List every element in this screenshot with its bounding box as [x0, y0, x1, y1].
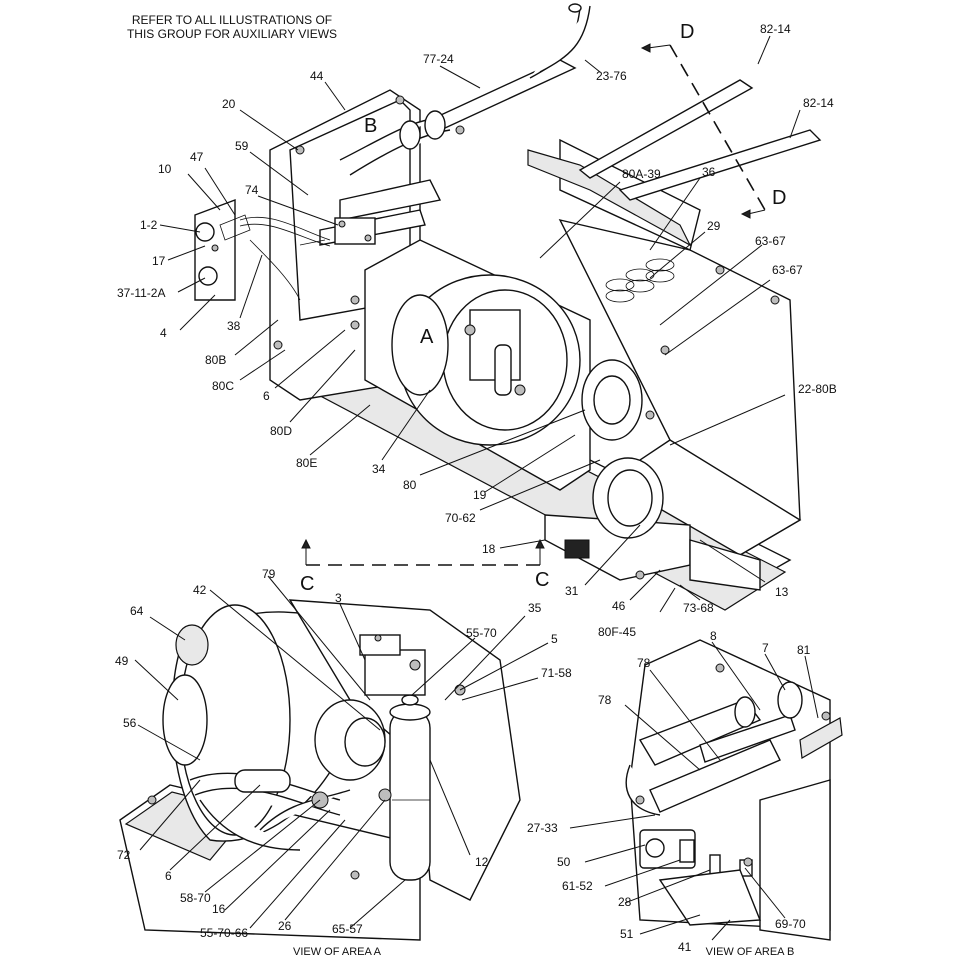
callout-41: 41 — [678, 940, 692, 954]
area-a-letter: A — [420, 326, 434, 348]
callout-27-33: 27-33 — [527, 821, 558, 835]
callout-44: 44 — [310, 69, 324, 83]
callout-22-80b: 22-80B — [798, 382, 837, 396]
callout-35: 35 — [528, 601, 542, 615]
callout-13: 13 — [775, 585, 789, 599]
view-area-b-caption: VIEW OF AREA B — [706, 946, 795, 958]
callout-80d: 80D — [270, 424, 292, 438]
callout-17: 17 — [152, 254, 166, 268]
callout-74: 74 — [245, 183, 259, 197]
header-note-line-1: REFER TO ALL ILLUSTRATIONS OF — [132, 13, 332, 27]
callout-42: 42 — [193, 583, 207, 597]
callout-26: 26 — [278, 919, 292, 933]
callout-58-70: 58-70 — [180, 891, 211, 905]
callout-80a-39: 80A-39 — [622, 167, 661, 181]
callout-63-67-b: 63-67 — [772, 263, 803, 277]
main-assembly — [194, 3, 822, 611]
callout-12: 12 — [475, 855, 489, 869]
callout-80c: 80C — [212, 379, 234, 393]
callout-16: 16 — [212, 902, 226, 916]
callout-80e: 80E — [296, 456, 317, 470]
callout-55-70-66: 55-70-66 — [200, 926, 248, 940]
callout-38: 38 — [227, 319, 241, 333]
callout-23-76: 23-76 — [596, 69, 627, 83]
callout-78-a: 78 — [637, 656, 651, 670]
section-d-top-letter: D — [680, 21, 694, 43]
callout-46: 46 — [612, 599, 626, 613]
callout-31: 31 — [565, 584, 579, 598]
callout-80: 80 — [403, 478, 417, 492]
callout-37-11-2a: 37-11-2A — [117, 286, 165, 300]
callout-18: 18 — [482, 542, 496, 556]
callout-81: 81 — [797, 643, 811, 657]
section-line-d — [640, 43, 766, 219]
header-note-line-2: THIS GROUP FOR AUXILIARY VIEWS — [127, 27, 337, 41]
callout-78-b: 78 — [598, 693, 612, 707]
section-c-right-letter: C — [535, 569, 549, 591]
callout-72: 72 — [117, 848, 131, 862]
callout-70-62: 70-62 — [445, 511, 476, 525]
callout-8: 8 — [710, 629, 717, 643]
section-c-left-letter: C — [300, 573, 314, 595]
callout-59: 59 — [235, 139, 249, 153]
callout-63-67-a: 63-67 — [755, 234, 786, 248]
callout-51: 51 — [620, 927, 634, 941]
callout-80b: 80B — [205, 353, 226, 367]
callout-20: 20 — [222, 97, 236, 111]
callout-6: 6 — [263, 389, 270, 403]
callout-71-58: 71-58 — [541, 666, 572, 680]
area-a-leader-lines — [134, 575, 549, 929]
callout-55-70: 55-70 — [466, 626, 497, 640]
callout-28: 28 — [618, 895, 632, 909]
callout-50: 50 — [557, 855, 571, 869]
callout-3: 3 — [335, 591, 342, 605]
callout-80f-45: 80F-45 — [598, 625, 636, 639]
area-b-view — [625, 639, 843, 941]
callout-34: 34 — [372, 462, 386, 476]
callout-64: 64 — [130, 604, 144, 618]
section-d-bottom-letter: D — [772, 187, 786, 209]
callout-47: 47 — [190, 150, 204, 164]
callout-4: 4 — [160, 326, 167, 340]
callout-65-57: 65-57 — [332, 922, 363, 936]
main-leader-lines — [159, 35, 801, 613]
callout-36: 36 — [702, 165, 716, 179]
callout-79: 79 — [262, 567, 276, 581]
callout-61-52: 61-52 — [562, 879, 593, 893]
area-b-leader-lines — [569, 641, 819, 941]
view-area-a-caption: VIEW OF AREA A — [293, 946, 382, 958]
callout-56: 56 — [123, 716, 137, 730]
callout-29: 29 — [707, 219, 721, 233]
callout-82-14-b: 82-14 — [803, 96, 834, 110]
area-a-view — [119, 599, 521, 941]
callout-6-area-a: 6 — [165, 869, 172, 883]
callout-77-24: 77-24 — [423, 52, 454, 66]
callout-49: 49 — [115, 654, 129, 668]
callout-7: 7 — [762, 641, 769, 655]
callout-1-2: 1-2 — [140, 218, 158, 232]
callout-19: 19 — [473, 488, 487, 502]
callout-73-68: 73-68 — [683, 601, 714, 615]
callout-69-70: 69-70 — [775, 917, 806, 931]
area-b-letter: B — [364, 115, 377, 137]
callout-82-14-a: 82-14 — [760, 22, 791, 36]
callout-5: 5 — [551, 632, 558, 646]
callout-10: 10 — [158, 162, 172, 176]
section-line-c — [301, 538, 545, 566]
